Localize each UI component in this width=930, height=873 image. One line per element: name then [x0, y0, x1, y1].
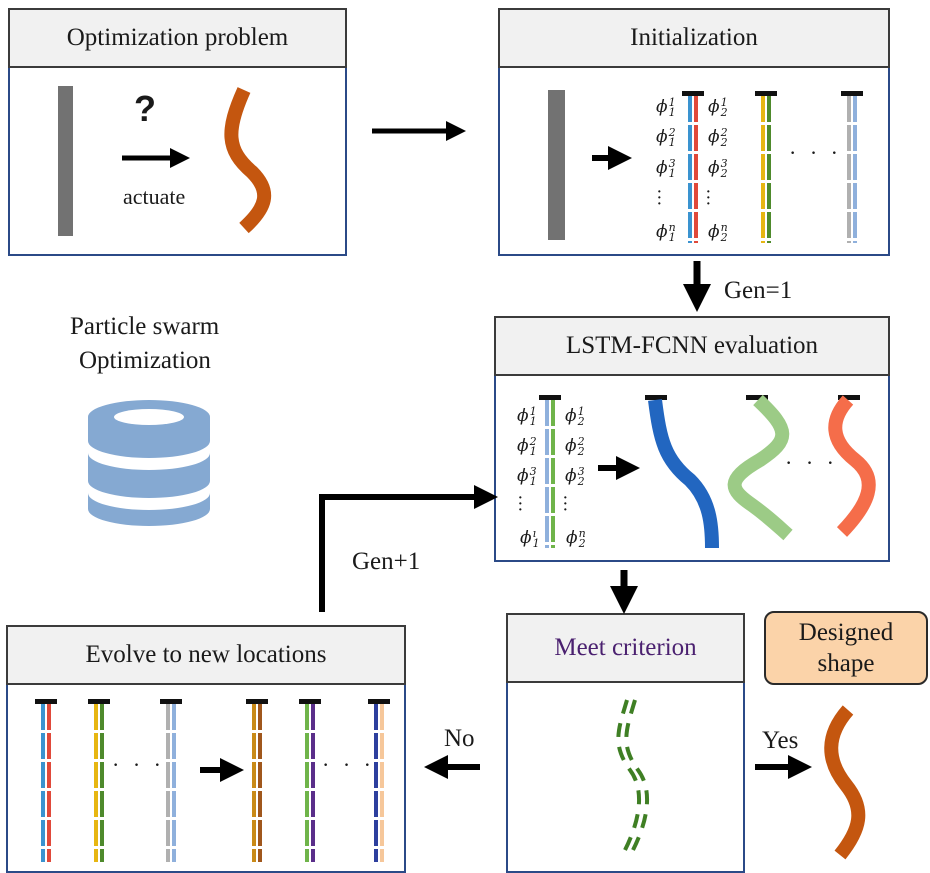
bent-rod-orange [224, 87, 272, 234]
shape-cap [746, 395, 768, 400]
vertical-ellipsis: ··· [518, 491, 523, 518]
vertical-ellipsis: ··· [706, 185, 711, 212]
lstm-fcnn-title: LSTM-FCNN evaluation [494, 316, 890, 376]
meet-criterion-panel: Meet criterion [506, 613, 745, 873]
green-shape [727, 394, 793, 541]
actuate-label: actuate [123, 184, 186, 209]
rod-cap [539, 395, 561, 400]
rod-cap [682, 91, 704, 96]
rod-cap [88, 699, 110, 704]
shape-cap [645, 395, 667, 400]
feedback-arrow [319, 485, 498, 612]
pso-label-line2: Optimization [79, 347, 211, 374]
ellipsis: · · · [785, 450, 838, 475]
shape-cap [838, 395, 860, 400]
gen-1-label: Gen=1 [724, 277, 793, 304]
dashed-green-shape [616, 699, 642, 851]
yes-label: Yes [762, 727, 799, 754]
meet-criterion-body [506, 683, 745, 873]
ellipsis: · · · [322, 752, 375, 777]
gray-rod [58, 86, 73, 236]
gray-rod [548, 90, 565, 240]
rod-cap [35, 699, 57, 704]
optimization-problem-title: Optimization problem [8, 8, 347, 68]
dashed-green-shape [624, 699, 650, 851]
ellipsis: · · · [789, 140, 842, 165]
lstm-fcnn-panel: LSTM-FCNN evaluation [494, 316, 890, 562]
pso-label-line1: Particle swarm [70, 313, 220, 340]
evolve-body [6, 685, 406, 873]
rod-cap [246, 699, 268, 704]
rod-cap [841, 91, 863, 96]
designed-shape-orange [824, 705, 866, 860]
no-label: No [444, 725, 475, 752]
blue-shape [648, 399, 719, 549]
designed-shape-line1: Designed [798, 619, 894, 646]
rod-cap [755, 91, 777, 96]
gen-plus-1-label: Gen+1 [352, 548, 421, 575]
rod-cap [368, 699, 390, 704]
lstm-fcnn-body [494, 376, 890, 562]
ellipsis: · · · [112, 752, 165, 777]
rod-cap [160, 699, 182, 704]
designed-shape-badge: Designed shape [764, 611, 928, 685]
designed-shape-line2: shape [817, 650, 875, 677]
meet-criterion-title: Meet criterion [506, 613, 745, 683]
evolve-title: Evolve to new locations [6, 625, 406, 685]
rod-cap [299, 699, 321, 704]
vertical-ellipsis: ··· [657, 185, 662, 212]
evolve-panel: Evolve to new locations [6, 625, 406, 873]
vertical-ellipsis: ··· [563, 491, 568, 518]
question-mark: ? [134, 88, 156, 129]
coral-shape [828, 395, 876, 537]
initialization-title: Initialization [498, 8, 890, 68]
database-icon [88, 400, 210, 526]
